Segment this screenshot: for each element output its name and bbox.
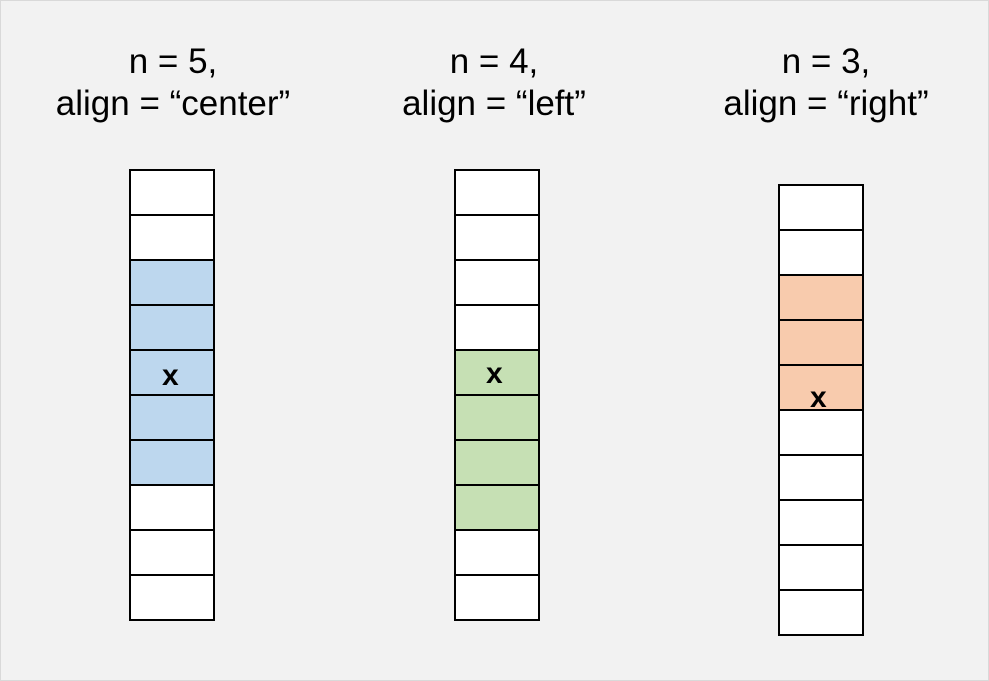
array-cell [454, 214, 540, 261]
array-cell [778, 409, 864, 456]
array-cell-highlighted [129, 259, 215, 306]
array-cell-highlighted [129, 394, 215, 441]
array-cell-highlighted [454, 484, 540, 531]
array-cell-marked: x [778, 364, 864, 414]
array-cell [778, 229, 864, 276]
title-line-n: n = 3, [781, 42, 871, 81]
array-cell [454, 169, 540, 216]
title-line-n: n = 4, [449, 42, 539, 81]
array-cell [778, 499, 864, 546]
title-line-n: n = 5, [128, 42, 218, 81]
array-cell-marked: x [129, 349, 215, 396]
array-cell-highlighted [454, 394, 540, 441]
title-line-align: align = “center” [55, 84, 291, 123]
array-cell [778, 454, 864, 501]
array-cell [454, 574, 540, 621]
array-cell-highlighted [778, 274, 864, 321]
title-line-align: align = “left” [402, 84, 586, 123]
current-position-mark: x [162, 359, 179, 392]
array-cell [129, 169, 215, 216]
array-cell [129, 574, 215, 621]
current-position-mark: x [810, 381, 827, 414]
array-cell [778, 589, 864, 636]
array-cell-highlighted [129, 439, 215, 486]
array-cell-highlighted [778, 319, 864, 366]
array-cell-highlighted [454, 439, 540, 486]
title-line-align: align = “right” [723, 84, 929, 123]
array-cell-marked: x [454, 349, 540, 396]
panel-title-center: n = 5, align = “center” [23, 41, 323, 125]
array-cell [778, 544, 864, 591]
array-cell [454, 259, 540, 306]
array-cell [129, 214, 215, 261]
array-cell [454, 304, 540, 351]
array-cell-highlighted [129, 304, 215, 351]
current-position-mark: x [486, 357, 503, 390]
array-cell [129, 484, 215, 531]
array-cell [454, 529, 540, 576]
panel-title-right: n = 3, align = “right” [681, 41, 971, 125]
array-cell [778, 184, 864, 231]
panel-title-left: n = 4, align = “left” [349, 41, 639, 125]
array-cell [129, 529, 215, 576]
